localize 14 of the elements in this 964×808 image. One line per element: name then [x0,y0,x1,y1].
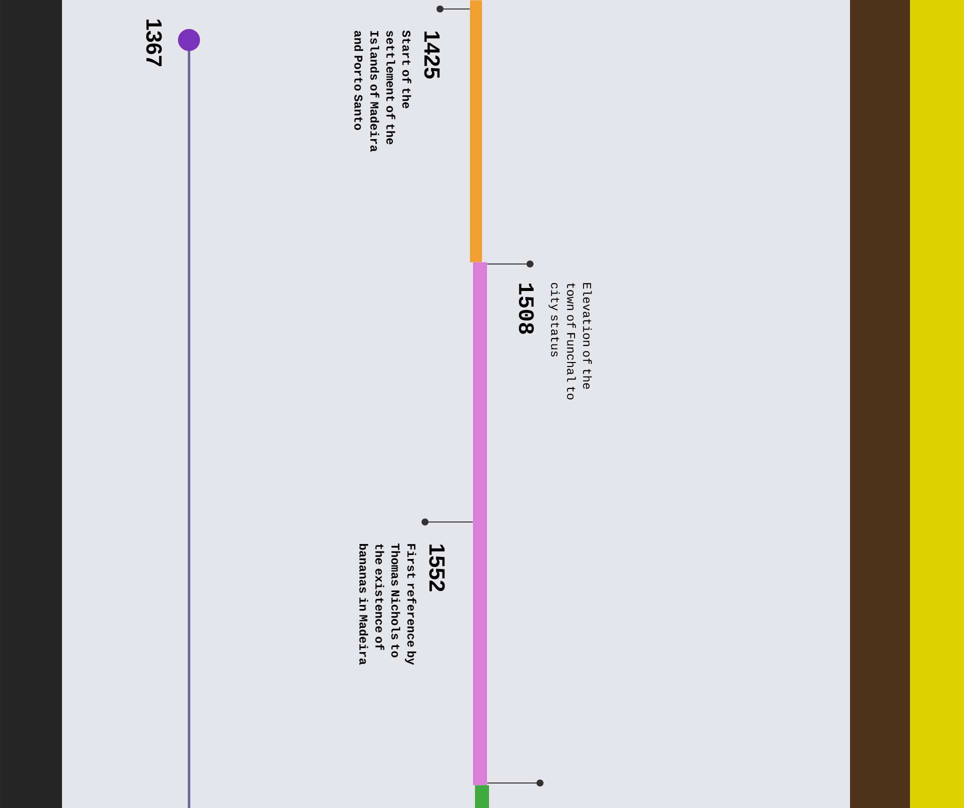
event-year: 1552 [429,544,445,592]
timeline-bar [475,785,489,808]
timeline-bar [473,262,487,786]
timeline-tick [486,780,544,786]
event-description: Elevation of the town of Funchal to city status [548,282,592,400]
event-description: First reference by Thomas Nichols to the existence of bananas in Madeira [359,544,416,665]
timeline-tick [422,518,474,526]
event-year: 1367 [146,20,162,66]
timeline-tick [436,6,470,12]
timeline-tick [486,260,534,268]
event-description: Start of the settlement of the Islands of Madeira and Porto Santo [354,30,412,152]
event-year: 1425 [424,32,440,79]
timeline-bar [470,0,482,262]
event-year: 1508 [518,284,534,334]
